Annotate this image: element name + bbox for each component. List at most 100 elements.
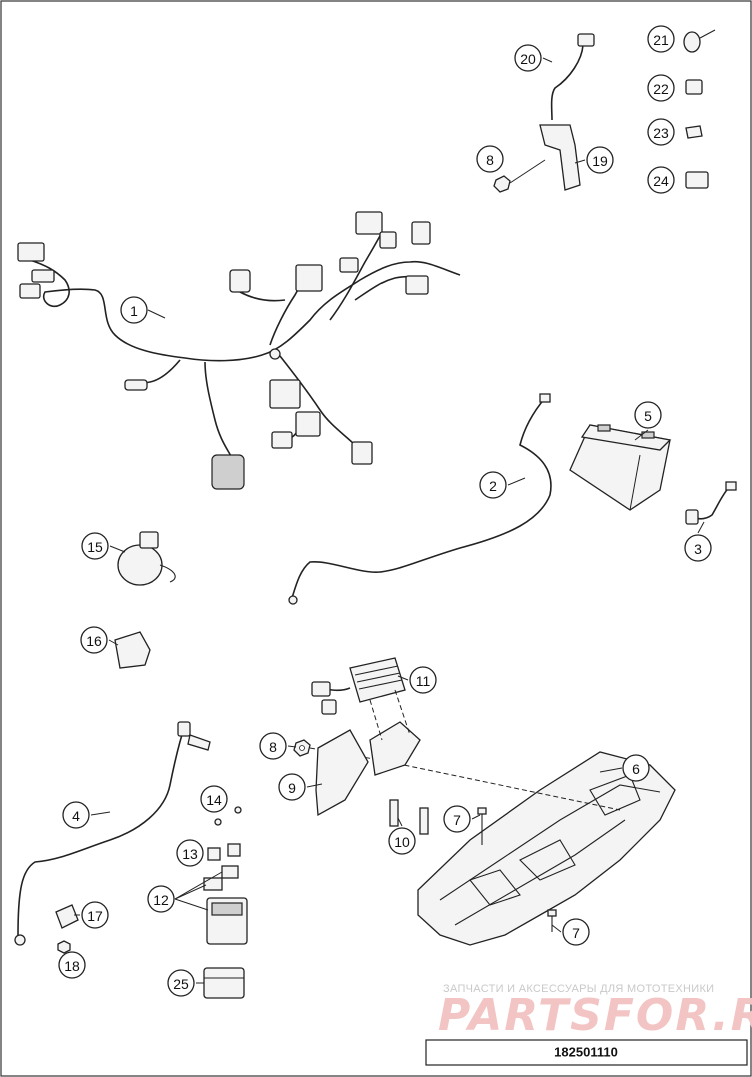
callout-number: 8 [269, 739, 277, 755]
callout-circle [58, 951, 86, 979]
callout-leader [397, 817, 403, 827]
callout-number: 3 [694, 541, 702, 557]
callout-circle [81, 901, 109, 929]
callout-circle [647, 74, 675, 102]
callout-leader [542, 57, 553, 63]
callout-22: 22 [647, 74, 675, 102]
watermark-tagline: ЗАПЧАСТИ И АКСЕССУАРЫ ДЛЯ МОТОТЕХНИКИ [443, 983, 714, 995]
callout-6: 6 [599, 754, 650, 782]
callout-4: 4 [62, 801, 111, 829]
callout-number: 21 [653, 32, 669, 48]
battery [569, 424, 672, 511]
callout-16: 16 [80, 626, 119, 654]
callout-number: 13 [182, 846, 198, 862]
callout-1: 1 [120, 296, 166, 324]
drawing-number-box: 182501110 [425, 1039, 748, 1066]
diagnostic-cable [550, 33, 595, 121]
callout-leader [634, 429, 649, 441]
callout-circle [409, 666, 437, 694]
callout-number: 24 [653, 173, 669, 189]
callout-number: 15 [87, 539, 103, 555]
battery-box [417, 751, 676, 946]
callout-number: 22 [653, 81, 669, 97]
callout-21: 21 [647, 25, 675, 53]
assembly-line [309, 747, 621, 811]
callout-leader [507, 477, 526, 486]
callout-number: 11 [416, 673, 431, 689]
callout-10: 10 [388, 817, 416, 855]
callout-circle [62, 801, 90, 829]
callout-circle [514, 44, 542, 72]
callout-number: 5 [644, 408, 652, 424]
callout-25: 25 [167, 969, 204, 997]
callout-circle [647, 166, 675, 194]
callout-5: 5 [634, 401, 662, 441]
callout-circle [647, 118, 675, 146]
callout-circle [562, 918, 590, 946]
fuse-small [214, 806, 242, 826]
callout-circle [259, 732, 287, 760]
callout-circle [278, 773, 306, 801]
starter-relay [117, 531, 176, 586]
callout-number: 4 [72, 808, 80, 824]
callout-circle [684, 534, 712, 562]
callout-number: 20 [520, 51, 536, 67]
cable-clip [685, 79, 703, 95]
callout-leader [397, 675, 409, 681]
callout-circle [147, 885, 175, 913]
callout-19: 19 [574, 146, 614, 174]
callout-circle [634, 401, 662, 429]
callout-23: 23 [647, 118, 675, 146]
callout-number: 8 [486, 152, 494, 168]
connector-plug [685, 171, 709, 189]
main-wiring-harness [17, 211, 461, 490]
callout-leader [109, 545, 126, 553]
callout-leader [174, 871, 223, 900]
callout-7: 7 [551, 918, 590, 946]
hex-nut [57, 940, 71, 954]
callout-leader [108, 639, 119, 646]
terminal-cap [55, 904, 79, 929]
callout-number: 9 [288, 780, 296, 796]
callout-leader [697, 521, 705, 534]
callout-circle [167, 969, 195, 997]
callout-24: 24 [647, 166, 675, 194]
callout-circle [479, 471, 507, 499]
callout-2: 2 [479, 471, 526, 499]
callout-number: 1 [130, 303, 138, 319]
callout-14: 14 [200, 785, 228, 813]
callout-circle [586, 146, 614, 174]
screw [477, 807, 557, 932]
battery-cable-long [288, 393, 552, 605]
callout-circle [443, 805, 471, 833]
leader-line [509, 159, 546, 184]
callout-11: 11 [397, 666, 437, 694]
callout-circle [647, 25, 675, 53]
voltage-regulator [311, 657, 406, 715]
callout-leader [574, 159, 586, 164]
callout-15: 15 [81, 532, 126, 560]
callout-number: 10 [394, 834, 410, 850]
callout-20: 20 [514, 44, 553, 72]
fuse-box [203, 865, 248, 945]
callout-3: 3 [684, 521, 712, 562]
callout-number: 6 [632, 761, 640, 777]
drawing-number: 182501110 [554, 1045, 618, 1060]
battery-cable-short [685, 481, 737, 525]
callout-leader [599, 767, 623, 773]
watermark: ЗАПЧАСТИ И АКСЕССУАРЫ ДЛЯ МОТОТЕХНИКИ PA… [438, 983, 752, 1041]
callout-leader [551, 924, 562, 933]
callout-number: 14 [206, 792, 222, 808]
callout-9: 9 [278, 773, 323, 801]
callout-number: 7 [572, 925, 580, 941]
starter-cable [14, 721, 211, 946]
nut [493, 175, 511, 193]
callout-circle [622, 754, 650, 782]
voltage-regulator-bracket [315, 721, 421, 817]
callout-circle [120, 296, 148, 324]
callout-18: 18 [58, 951, 86, 979]
callout-leader [471, 814, 481, 820]
callout-number: 18 [64, 958, 80, 974]
